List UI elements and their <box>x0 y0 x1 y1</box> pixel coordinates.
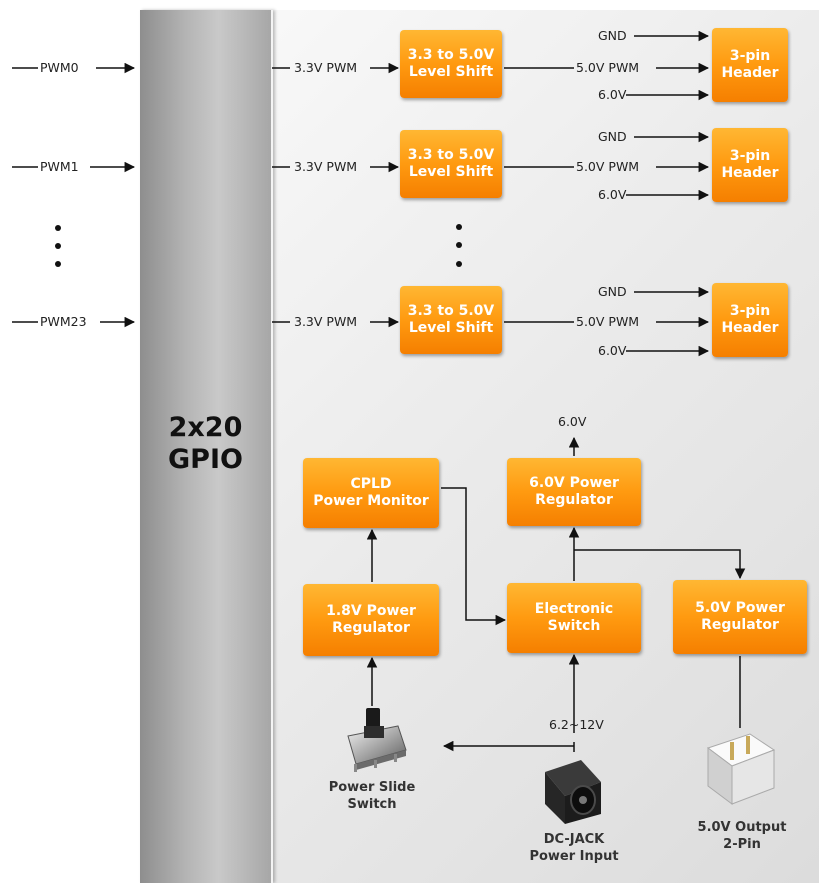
output-connector-line2: 2-Pin <box>723 836 761 852</box>
ch23-level-shift-line1: 3.3 to 5.0V <box>407 302 495 319</box>
ch1-level-shift-line2: Level Shift <box>408 164 494 180</box>
reg18-line1: 1.8V Power <box>326 602 416 619</box>
ch23-level-shift-box: 3.3 to 5.0V Level Shift <box>400 286 502 354</box>
ch0-header-line2: Header <box>721 65 779 81</box>
ch1-pwm-out-label: 5.0V PWM <box>576 159 640 174</box>
cpld-to-esw-wire <box>441 487 507 626</box>
dc-jack-line1: DC-JACK <box>543 832 605 847</box>
input-range-label: 6.2~12V <box>549 717 604 732</box>
ellipsis-dot <box>456 261 462 267</box>
reg5-box: 5.0V Power Regulator <box>673 580 807 654</box>
ch0-pwm-out-label: 5.0V PWM <box>576 60 640 75</box>
ch1-vout-label: 6.0V <box>598 187 627 202</box>
ch0-level-shift-line2: Level Shift <box>408 64 494 80</box>
output-connector-label: 5.0V Output 2-Pin <box>680 820 804 854</box>
cpld-line2: Power Monitor <box>313 493 429 509</box>
reg18-box: 1.8V Power Regulator <box>303 584 439 656</box>
ellipsis-dot <box>456 224 462 230</box>
esw-line2: Switch <box>547 618 601 634</box>
reg18-line2: Regulator <box>332 620 410 636</box>
output-connector-line1: 5.0V Output <box>697 820 787 835</box>
output-connector-image <box>706 733 776 805</box>
ch23-signal-label: 3.3V PWM <box>294 314 358 329</box>
esw-line1: Electronic <box>534 600 614 617</box>
reg6-output-label: 6.0V <box>558 414 587 429</box>
dc-jack-line2: Power Input <box>529 848 619 864</box>
ellipsis-dot <box>456 242 462 248</box>
dc-jack-label: DC-JACK Power Input <box>516 832 632 866</box>
ch0-level-shift-box: 3.3 to 5.0V Level Shift <box>400 30 502 98</box>
ch1-gnd-label: GND <box>598 129 627 144</box>
pwm0-input-label: PWM0 <box>40 60 79 75</box>
ch23-header-box: 3-pin Header <box>712 283 788 357</box>
slide-switch-label: Power Slide Switch <box>310 780 434 814</box>
gpio-label: 2x20 GPIO <box>140 412 271 477</box>
slide-switch-line1: Power Slide <box>328 780 416 795</box>
ch23-vout-label: 6.0V <box>598 343 627 358</box>
ch23-pwm-out-label: 5.0V PWM <box>576 314 640 329</box>
reg6-line1: 6.0V Power <box>529 474 619 491</box>
ch0-level-shift-line1: 3.3 to 5.0V <box>407 46 495 63</box>
ch1-level-shift-box: 3.3 to 5.0V Level Shift <box>400 130 502 198</box>
ch0-signal-label: 3.3V PWM <box>294 60 358 75</box>
dc-jack-image <box>545 760 601 824</box>
ch1-level-shift-line1: 3.3 to 5.0V <box>407 146 495 163</box>
gpio-label-line2: GPIO <box>168 444 243 476</box>
ch23-header-line1: 3-pin <box>729 302 771 319</box>
ch1-signal-label: 3.3V PWM <box>294 159 358 174</box>
ellipsis-dot <box>55 225 61 231</box>
ch23-header-line2: Header <box>721 320 779 336</box>
ch0-header-box: 3-pin Header <box>712 28 788 102</box>
ch1-header-box: 3-pin Header <box>712 128 788 202</box>
gpio-header-block <box>140 10 273 883</box>
ch23-gnd-label: GND <box>598 284 627 299</box>
reg5-line2: Regulator <box>701 617 779 633</box>
reg6-line2: Regulator <box>535 492 613 508</box>
slide-switch-image <box>347 708 407 772</box>
cpld-line1: CPLD <box>350 475 392 492</box>
ch0-vout-label: 6.0V <box>598 87 627 102</box>
slide-switch-line2: Switch <box>347 796 397 812</box>
ch23-level-shift-line2: Level Shift <box>408 320 494 336</box>
reg6-to-reg5-wire <box>574 549 746 580</box>
pwm23-input-label: PWM23 <box>40 314 87 329</box>
ellipsis-dot <box>55 243 61 249</box>
pwm1-input-label: PWM1 <box>40 159 79 174</box>
ch0-gnd-label: GND <box>598 28 627 43</box>
cpld-power-monitor-box: CPLD Power Monitor <box>303 458 439 528</box>
gpio-label-line1: 2x20 <box>168 412 243 443</box>
electronic-switch-box: Electronic Switch <box>507 583 641 653</box>
ch1-header-line2: Header <box>721 165 779 181</box>
reg5-line1: 5.0V Power <box>695 599 785 616</box>
ch1-header-line1: 3-pin <box>729 147 771 164</box>
ch0-header-line1: 3-pin <box>729 47 771 64</box>
ellipsis-dot <box>55 261 61 267</box>
reg6-box: 6.0V Power Regulator <box>507 458 641 526</box>
